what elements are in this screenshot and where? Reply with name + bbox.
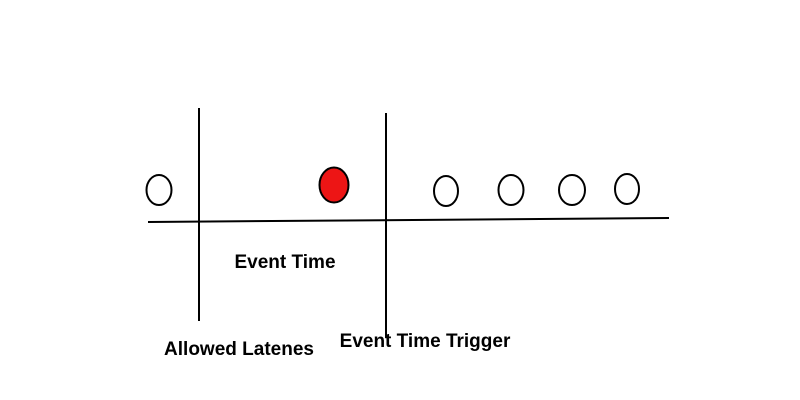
allowed-lateness-label: Allowed Latenes	[164, 339, 314, 360]
timeline-axis	[147, 217, 670, 223]
event-dot-5	[558, 174, 586, 206]
event-dot-1	[145, 174, 173, 206]
event-dot-6	[614, 173, 640, 205]
event-time-label: Event Time	[234, 252, 336, 273]
event-dot-2	[318, 166, 350, 204]
event-dot-4	[497, 174, 525, 206]
event-time-trigger-label: Event Time Trigger	[339, 331, 511, 352]
event-dot-3	[433, 175, 459, 207]
